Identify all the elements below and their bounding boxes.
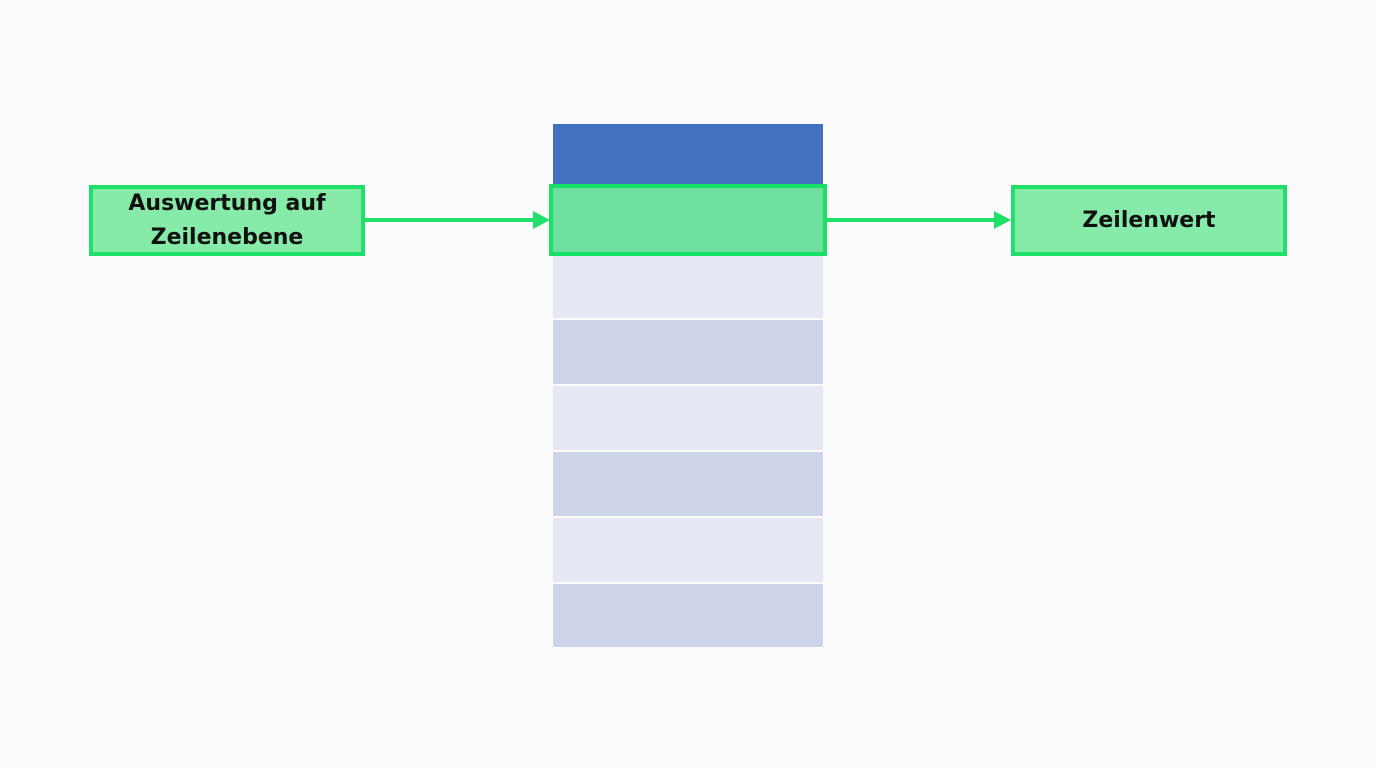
row-value-box: Zeilenwert [1011,185,1287,256]
row-level-evaluation-box: Auswertung auf Zeilenebene [89,185,365,256]
table-row [553,386,823,450]
table-row [553,584,823,647]
table-row [553,452,823,516]
left-box-label-line2: Zeilenebene [150,224,304,250]
highlighted-row [549,184,827,256]
table-row [553,518,823,582]
right-box-label: Zeilenwert [1082,207,1216,233]
arrow-row-to-right [827,211,1011,229]
table-header-row [553,124,823,185]
table-row [553,320,823,384]
table-row [553,256,823,318]
arrow-left-to-row [365,211,550,229]
left-box-label-line1: Auswertung auf [128,190,326,216]
